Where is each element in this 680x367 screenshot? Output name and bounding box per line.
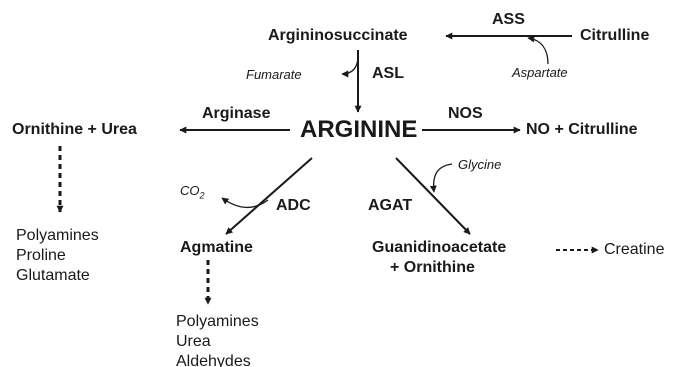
cofactor-co2: CO2 — [180, 183, 205, 201]
node-plus-ornithine: + Ornithine — [390, 259, 475, 276]
node-ornithine-urea: Ornithine + Urea — [12, 121, 137, 138]
agmatine-product-item: Aldehydes — [176, 353, 251, 367]
ornithine-product-item: Proline — [16, 247, 66, 264]
enzyme-agat: AGAT — [368, 197, 413, 214]
node-argininosuccinate: Argininosuccinate — [268, 27, 408, 44]
co2-curve — [221, 197, 269, 208]
node-agmatine: Agmatine — [180, 239, 253, 256]
agmatine-product-item: Polyamines — [176, 313, 259, 330]
enzyme-arginase: Arginase — [202, 105, 271, 122]
node-guanidinoacetate: Guanidinoacetate — [372, 239, 507, 256]
node-creatine: Creatine — [604, 241, 665, 258]
fumarate-curve — [341, 55, 359, 78]
aspartate-curve — [527, 35, 549, 65]
node-arginine: ARGININE — [300, 116, 418, 143]
ornithine-product-item: Glutamate — [16, 267, 90, 284]
cofactor-glycine: Glycine — [458, 157, 502, 172]
adc-arrow — [225, 157, 313, 235]
ornithine-products-list: Polyamines Proline Glutamate — [16, 226, 99, 286]
agat-arrow — [395, 157, 471, 235]
glycine-curve — [429, 163, 453, 193]
node-citrulline: Citrulline — [580, 27, 650, 44]
enzyme-nos: NOS — [448, 105, 483, 122]
agmatine-products-list: Polyamines Urea Aldehydes — [176, 312, 259, 367]
ornithine-product-item: Polyamines — [16, 227, 99, 244]
enzyme-ass: ASS — [492, 11, 525, 28]
cofactor-fumarate: Fumarate — [246, 67, 302, 82]
cofactor-aspartate: Aspartate — [512, 65, 568, 80]
node-no-citrulline: NO + Citrulline — [526, 121, 638, 138]
enzyme-asl: ASL — [372, 65, 404, 82]
enzyme-adc: ADC — [276, 197, 311, 214]
agmatine-product-item: Urea — [176, 333, 211, 350]
